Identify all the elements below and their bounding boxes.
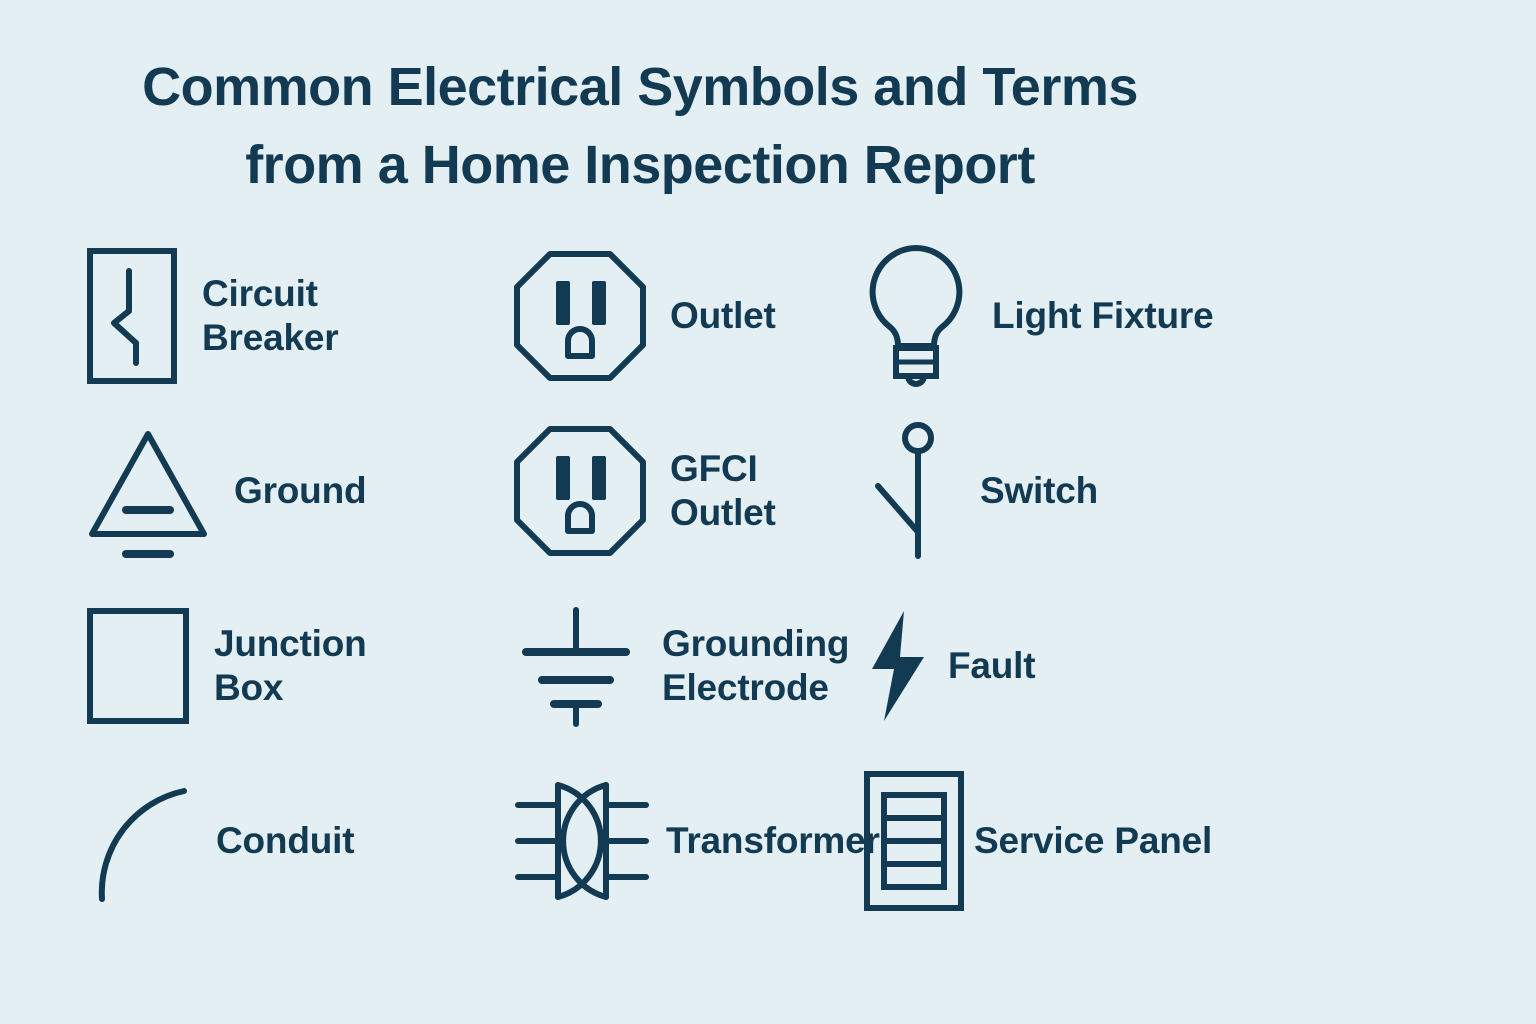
page-title: Common Electrical Symbols and Terms from… [0,48,1280,205]
legend-item-ground: Ground [84,403,367,578]
page-title-line-2: from a Home Inspection Report [245,135,1035,196]
legend-item-fault: Fault [862,578,1036,753]
legend-label-fault: Fault [948,644,1036,686]
legend-item-light-fixture: Light Fixture [862,228,1214,403]
page-title-line-1: Common Electrical Symbols and Terms [142,57,1138,117]
legend-label-conduit: Conduit [216,819,355,861]
legend-item-grounding-electrode: Grounding Electrode [512,578,849,753]
legend-item-switch: Switch [862,403,1098,578]
legend-item-service-panel: Service Panel [862,753,1212,928]
ground-icon [84,422,212,560]
legend-item-circuit-breaker: Circuit Breaker [84,228,339,403]
legend-label-circuit-breaker: Circuit Breaker [202,272,339,358]
transformer-icon [512,775,652,907]
legend-item-gfci-outlet: GFCI Outlet [512,403,776,578]
circuit-breaker-icon [84,245,180,387]
junction-box-icon [84,605,192,727]
legend-item-outlet: Outlet [512,228,776,403]
symbol-legend-grid: Circuit Breaker Ground Junction Box [0,228,1536,928]
legend-label-outlet: Outlet [670,294,776,336]
legend-item-conduit: Conduit [84,753,355,928]
legend-label-light-fixture: Light Fixture [992,294,1214,336]
fault-icon [862,607,934,725]
legend-item-junction-box: Junction Box [84,578,367,753]
legend-label-ground: Ground [234,469,367,511]
gfci-outlet-icon [512,424,648,558]
service-panel-icon [862,769,966,913]
legend-label-service-panel: Service Panel [974,819,1213,861]
legend-label-transformer: Transformer [666,819,880,861]
legend-label-switch: Switch [980,469,1099,511]
legend-label-junction-box: Junction Box [214,622,367,708]
grounding-electrode-icon [512,606,640,727]
legend-item-transformer: Transformer [512,753,880,928]
conduit-icon [84,777,194,905]
light-fixture-icon [862,242,970,390]
legend-label-gfci-outlet: GFCI Outlet [670,447,776,533]
legend-label-grounding-electrode: Grounding Electrode [662,622,850,708]
outlet-icon [512,249,648,383]
switch-icon [862,420,958,562]
